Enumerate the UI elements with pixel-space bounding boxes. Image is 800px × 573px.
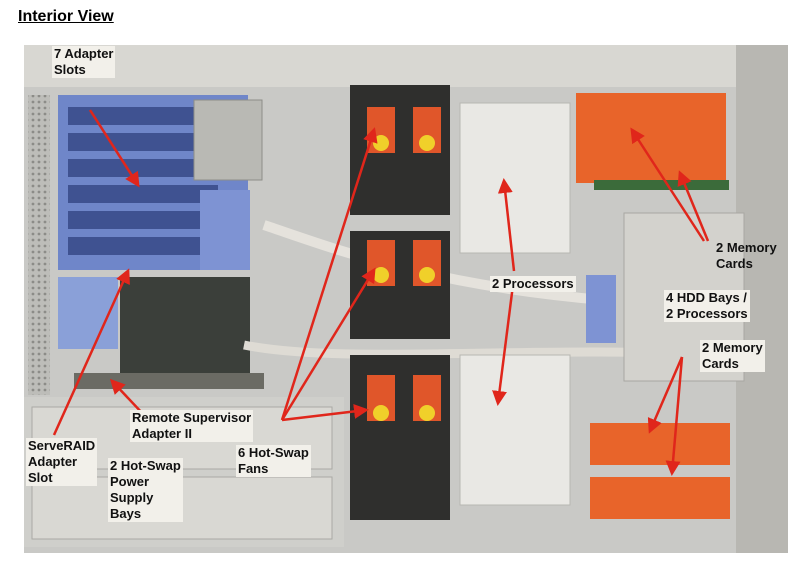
memory-cards-top [576,93,729,190]
page-title: Interior View [18,8,114,25]
hot-swap-fans [350,85,450,520]
chipset-heatsink [193,99,263,181]
processor-heatsink-top [459,102,571,254]
label-adapter-slots: 7 Adapter Slots [52,46,116,78]
annotation-arrows [52,109,710,476]
label-hot-swap-fans: 6 Hot-Swap Fans [236,445,311,477]
label-remote-supervisor: Remote Supervisor Adapter II [130,410,254,442]
label-hdd-bays: 4 HDD Bays / 2 Processors [664,290,750,322]
label-memory-cards-top: 2 Memory Cards [716,240,777,271]
label-power-supply-bays: 2 Hot-Swap Power Supply Bays [108,458,183,522]
label-memory-cards-bottom: 2 Memory Cards [700,340,765,372]
label-serveraid-slot: ServeRAID Adapter Slot [26,438,98,486]
label-processors: 2 Processors [490,276,576,292]
memory-cards-bottom [590,423,730,519]
motherboard-left [120,277,250,387]
rsa-adapter [74,373,264,389]
chassis-back-panel [24,45,788,87]
processor-heatsink-bottom [459,354,571,506]
hdd-connector [586,275,616,343]
server-interior-photo [24,45,788,553]
chassis-left-vent [28,95,50,395]
